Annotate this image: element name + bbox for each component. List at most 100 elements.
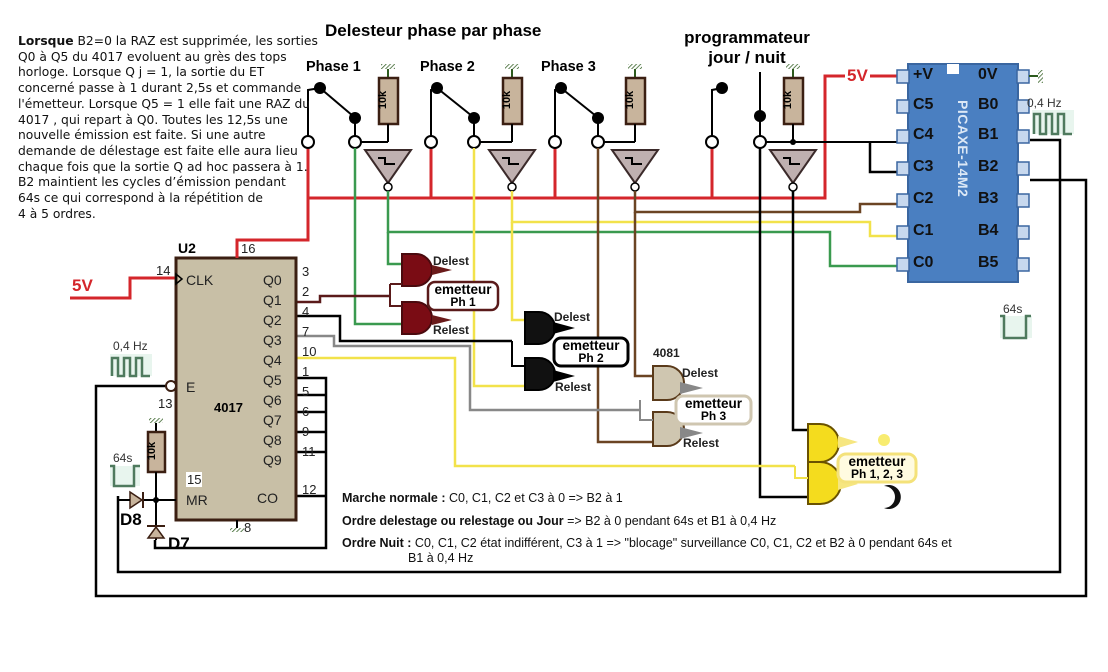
note-line: demande de délestage est faite elle aura…: [18, 143, 298, 158]
note-line: nouvelle émission est faite. Si une autr…: [18, 128, 266, 143]
resistor-label: 10k: [146, 441, 159, 461]
relest-label-ph2: Relest: [555, 380, 592, 394]
supply-5v-label-right: 5V: [845, 66, 870, 86]
phase-3-label: Phase 3: [541, 59, 596, 75]
counter-pin-mr: MR: [186, 492, 208, 508]
picaxe-pin-label: C0: [913, 254, 934, 271]
programmer-wires: [758, 142, 900, 499]
counter-output-label: Q8: [263, 432, 282, 448]
phase-1-wires: [353, 148, 900, 326]
legend-line-night-cont: B1 à 0,4 Hz: [408, 551, 473, 565]
description-note: Lorsque B2=0 la RAZ est supprimée, les s…: [18, 34, 328, 222]
counter-output-label: Q1: [263, 292, 282, 308]
inverter-phase-2: [487, 149, 537, 192]
counter-pin-e: E: [186, 379, 196, 395]
counter-ref: U2: [178, 240, 196, 256]
legend-line-normal: Marche normale : C0, C1, C2 et C3 à 0 =>…: [342, 491, 623, 505]
clock-waveform-right: [1032, 110, 1074, 136]
counter-pin-gnd-num: 8: [244, 520, 252, 535]
and-gate-phase-2: [511, 311, 630, 391]
resistor-label: 10k: [624, 90, 637, 110]
inverter-phase-3: [610, 149, 660, 192]
counter-output-label: Q4: [263, 352, 282, 368]
phase-2-switch[interactable]: [424, 82, 481, 149]
picaxe-pin-label: C4: [913, 126, 934, 143]
note-line: 64s ce qui correspond à la répétition de: [18, 191, 263, 206]
phase-2-wires: [472, 148, 900, 388]
note-line: 4 à 5 ordres.: [18, 206, 96, 221]
delest-label-ph1: Delest: [433, 254, 470, 268]
relest-label-ph1: Relest: [433, 323, 470, 337]
phase-1-label: Phase 1: [306, 59, 361, 75]
counter-output-label: Q9: [263, 452, 282, 468]
counter-output-pin: 5: [302, 384, 310, 399]
emitter-all-label: emetteur Ph 1, 2, 3: [838, 455, 916, 481]
emitter-ph3-label: emetteur Ph 3: [676, 397, 751, 423]
legend-key: Marche normale :: [342, 491, 446, 505]
programmer-title-line: jour / nuit: [708, 48, 786, 67]
counter-pin-mr-num: 15: [186, 472, 203, 487]
picaxe-pin-label: B0: [978, 96, 999, 113]
supply-5v-label-left: 5V: [72, 276, 93, 295]
and-gate-phase-1: [389, 253, 500, 335]
programmer-title: programmateur jour / nuit: [672, 28, 822, 68]
counter-pin-e-num: 13: [158, 396, 173, 411]
picaxe-right-pins: [1016, 69, 1030, 272]
diode-d8-label: D8: [120, 510, 142, 529]
note-line: chaque fois que la sortie Q ad hoc passe…: [18, 159, 308, 174]
picaxe-pin-label: B1: [978, 126, 999, 143]
picaxe-pin-label: B3: [978, 190, 999, 207]
counter-output-pin: 2: [302, 284, 310, 299]
legend-line-night: Ordre Nuit : C0, C1, C2 état indifférent…: [342, 536, 952, 550]
pulse-left-label: 64s: [113, 451, 133, 465]
resistor-phase-2: [480, 64, 524, 143]
picaxe-chip: [896, 63, 1043, 283]
picaxe-pin-label: C2: [913, 190, 934, 207]
counter-output-wires: [153, 294, 795, 550]
picaxe-pin-label: C1: [913, 222, 934, 239]
note-line: 4017 , qui repart à Q0. Toutes les 12,5s…: [18, 112, 288, 127]
programmer-title-line: programmateur: [684, 28, 810, 47]
counter-output-pin: 3: [302, 264, 310, 279]
legend-text: B1 à 0,4 Hz: [408, 551, 474, 565]
resistor-label: 10k: [377, 90, 390, 110]
counter-output-label: Q7: [263, 412, 282, 428]
diode-d8: [118, 490, 144, 510]
delest-label-ph3: Delest: [682, 366, 719, 380]
counter-output-pin: 11: [302, 444, 316, 459]
counter-output-pin: 6: [302, 404, 310, 419]
note-line: horloge. Lorsque Q j = 1, la sortie du E…: [18, 65, 265, 80]
counter-output-label: CO: [257, 490, 278, 506]
emitter-ph1-label: emetteur Ph 1: [428, 283, 498, 309]
moon-icon: [884, 485, 901, 509]
picaxe-left-pins: [896, 69, 910, 272]
day-night-switch[interactable]: [705, 72, 767, 149]
emitter-sub: Ph 1, 2, 3: [850, 467, 904, 481]
legend-key: Ordre delestage ou relestage ou Jour: [342, 514, 564, 528]
phase-2-label: Phase 2: [420, 59, 475, 75]
note-line: l'émetteur. Lorsque Q5 = 1 elle fait une…: [18, 96, 311, 111]
picaxe-name: PICAXE-14M2: [955, 100, 971, 198]
clock-right-label: 0,4 Hz: [1027, 96, 1062, 110]
resistor-label: 10k: [782, 90, 795, 110]
counter-pin-clk: CLK: [186, 272, 214, 288]
legend-key: Ordre Nuit :: [342, 536, 412, 550]
counter-pin-vdd: 16: [241, 241, 256, 256]
gate-chip-label: 4081: [653, 346, 680, 360]
emitter-name: emetteur: [684, 396, 743, 411]
phase-3-wires: [596, 148, 900, 444]
feedback-wires: [94, 138, 1088, 598]
legend-line-order: Ordre delestage ou relestage ou Jour => …: [342, 514, 776, 528]
schmitt-inverters: [363, 149, 818, 192]
emitter-name: emetteur: [562, 338, 620, 353]
pull-down-resistors: [361, 64, 900, 145]
legend-text: C0, C1, C2 état indifférent, C3 à 1 => "…: [411, 536, 952, 550]
inverter-phase-1: [363, 149, 413, 192]
phase-3-switch[interactable]: [548, 82, 605, 149]
mr-resistor: [140, 418, 176, 540]
note-line: B2=0 la RAZ est supprimée, les sorties: [77, 34, 318, 48]
counter-output-label: Q6: [263, 392, 282, 408]
picaxe-pin-label: 0V: [978, 66, 998, 83]
note-line: B2 maintient les cycles d’émission penda…: [18, 175, 286, 190]
